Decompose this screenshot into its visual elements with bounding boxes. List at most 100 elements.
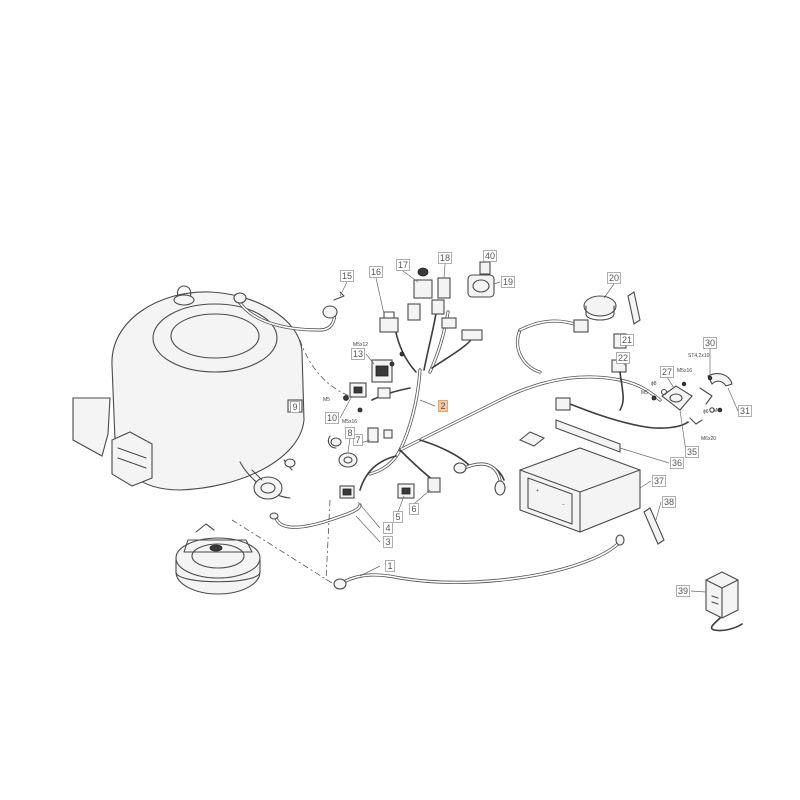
assembly-dash-line-2 — [325, 499, 331, 581]
callout-number-15: 15 — [342, 271, 352, 281]
clutch-tab — [195, 523, 215, 533]
assembly-dash-line-3 — [299, 339, 356, 399]
clutch-hub — [209, 544, 223, 552]
spec-label-s-m5x16-b: M5x16 — [677, 368, 692, 374]
callout-box-13 — [351, 348, 365, 360]
part-9-clip — [327, 435, 337, 449]
connector-4-core — [342, 488, 352, 496]
leader-3 — [355, 515, 381, 543]
spec-label-s-m5-a: M5 — [323, 397, 330, 403]
callout-box-40 — [483, 250, 497, 262]
leader-1 — [359, 565, 381, 577]
callout-4: 4 — [383, 522, 393, 534]
callout-17: 17 — [396, 259, 410, 271]
battery-cable-inner — [339, 541, 621, 585]
callout-number-27: 27 — [662, 367, 672, 377]
connector-10-core — [353, 386, 363, 394]
leader-36 — [619, 447, 670, 464]
bolt-13 — [389, 361, 395, 367]
connector-17 — [431, 299, 445, 315]
relay-13-core — [375, 365, 389, 377]
harness-long-right-inner — [399, 376, 661, 451]
bolt-m6x20 — [689, 417, 703, 425]
ignition-switch-19 — [467, 274, 495, 298]
engine-block — [72, 285, 305, 500]
clutch-ring — [191, 543, 245, 569]
charger-vents — [711, 595, 719, 605]
callout-31: 31 — [738, 405, 752, 417]
callout-box-35 — [685, 446, 699, 458]
battery-cable-terminal-1 — [333, 578, 347, 590]
callout-16: 16 — [369, 266, 383, 278]
connector-5-core — [401, 487, 411, 495]
engine-air-filter-lines — [117, 447, 147, 469]
bolt-m5x12 — [399, 351, 405, 357]
spec-label-s-m5-b: M5 — [641, 390, 648, 396]
callout-box-10 — [325, 412, 339, 424]
callout-box-3 — [383, 536, 393, 548]
clutch-bracket — [183, 539, 253, 553]
connector-19 — [461, 329, 483, 341]
spec-label-s-phi8: ϕ8 — [651, 381, 657, 387]
harness-connectors — [339, 299, 589, 499]
callout-number-30: 30 — [705, 338, 715, 348]
callout-box-5 — [393, 511, 403, 523]
callout-1: 1 — [385, 560, 395, 572]
callout-19: 19 — [501, 276, 515, 288]
callout-40: 40 — [483, 250, 497, 262]
switch-16-top — [383, 311, 395, 319]
callout-36: 36 — [670, 457, 684, 469]
engine-shroud — [111, 291, 305, 491]
callout-box-17 — [396, 259, 410, 271]
callout-box-6 — [409, 503, 419, 515]
callout-10: 10 — [325, 412, 339, 424]
charger-edges — [705, 579, 739, 619]
callout-15: 15 — [340, 270, 354, 282]
engine-air-filter — [111, 431, 153, 487]
switch-18 — [437, 277, 451, 299]
callout-number-8: 8 — [347, 428, 352, 438]
spec-label-s-m5x12: M5x12 — [353, 342, 368, 348]
connector-6 — [427, 477, 441, 493]
callout-number-21: 21 — [622, 335, 632, 345]
ignition-switch-face — [472, 279, 490, 293]
leader-8 — [347, 437, 351, 453]
callout-number-20: 20 — [609, 273, 619, 283]
seat-switch-lever — [627, 291, 641, 325]
callout-box-37 — [652, 475, 666, 487]
callout-number-31: 31 — [740, 406, 750, 416]
washer-phi6 — [709, 407, 715, 413]
leader-2 — [419, 399, 436, 407]
callout-number-18: 18 — [440, 253, 450, 263]
callout-35: 35 — [685, 446, 699, 458]
leader-lines — [294, 261, 739, 593]
bolt-m5x16-b — [681, 381, 687, 387]
switch-16 — [379, 317, 399, 333]
leader-31 — [727, 387, 739, 412]
callout-number-16: 16 — [371, 267, 381, 277]
connector-battery — [555, 397, 571, 411]
clip-30 — [699, 387, 713, 405]
callout-box-38 — [662, 496, 676, 508]
leader-6 — [413, 489, 431, 505]
callout-number-36: 36 — [672, 458, 682, 468]
callout-number-39: 39 — [678, 586, 688, 596]
clutch-top — [175, 537, 261, 579]
callout-27: 27 — [660, 366, 674, 378]
callout-number-38: 38 — [664, 497, 674, 507]
callout-21: 21 — [620, 334, 634, 346]
callout-box-1 — [385, 560, 395, 572]
callout-box-7 — [353, 434, 363, 446]
callout-number-5: 5 — [395, 512, 400, 522]
engine-exhaust-hole — [260, 482, 276, 494]
small-parts-left — [327, 351, 405, 468]
battery-plus-mark: + — [536, 488, 539, 494]
wire-22 — [619, 371, 624, 411]
switch-bracket-hole — [669, 393, 683, 403]
callout-box-27 — [660, 366, 674, 378]
dashboard-switches — [379, 255, 495, 333]
callout-box-30 — [703, 337, 717, 349]
ignition-key-40 — [479, 261, 491, 275]
